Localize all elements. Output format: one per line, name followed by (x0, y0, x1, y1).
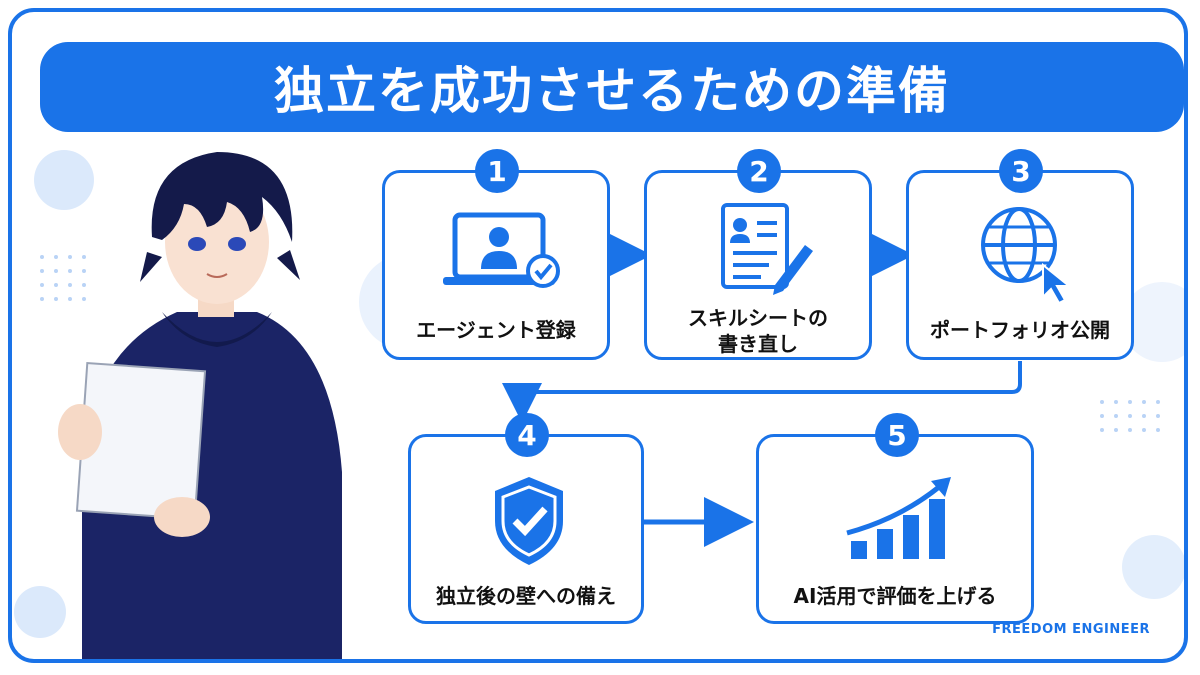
globe-cursor-icon (981, 207, 1072, 305)
step-number-badge: 4 (505, 413, 549, 457)
step-number-badge: 3 (999, 149, 1043, 193)
step-label-line1: スキルシートの (688, 306, 828, 330)
page-title: 独立を成功させるための準備 (274, 62, 950, 120)
step-card-5: 5 AI活用で評価を上げる (756, 413, 1034, 624)
step-label: 独立後の壁への備え (436, 584, 616, 608)
title-banner: 独立を成功させるための準備 (40, 42, 1184, 132)
shield-check-icon (495, 477, 563, 565)
step-label: スキルシートの 書き直し (647, 305, 869, 357)
growth-bars-icon (846, 477, 951, 559)
arrow-step3-to-step4 (502, 361, 1022, 423)
step-card-2: 2 スキルシートの 書き直し (644, 149, 872, 360)
step-label: エージェント登録 (416, 318, 576, 342)
flow-connectors (502, 230, 1022, 547)
step-number-badge: 2 (737, 149, 781, 193)
resume-pencil-icon (721, 203, 813, 295)
step-label: ポートフォリオ公開 (930, 318, 1110, 342)
step-number-badge: 5 (875, 413, 919, 457)
brand-logo-text: FREEDOM ENGINEER (992, 622, 1150, 637)
step-label: AI活用で評価を上げる (793, 584, 997, 608)
step-number-badge: 1 (475, 149, 519, 193)
character-illustration (58, 152, 342, 659)
step-card-1: 1 エージェント登録 (382, 149, 610, 360)
step-label-line2: 書き直し (718, 332, 798, 356)
step-card-3: 3 ポートフォリオ公開 (906, 149, 1134, 360)
infographic-frame: 独立を成功させるための準備 (8, 8, 1188, 663)
laptop-user-check-icon (443, 212, 560, 288)
step-card-4: 4 独立後の壁への備え (408, 413, 644, 624)
